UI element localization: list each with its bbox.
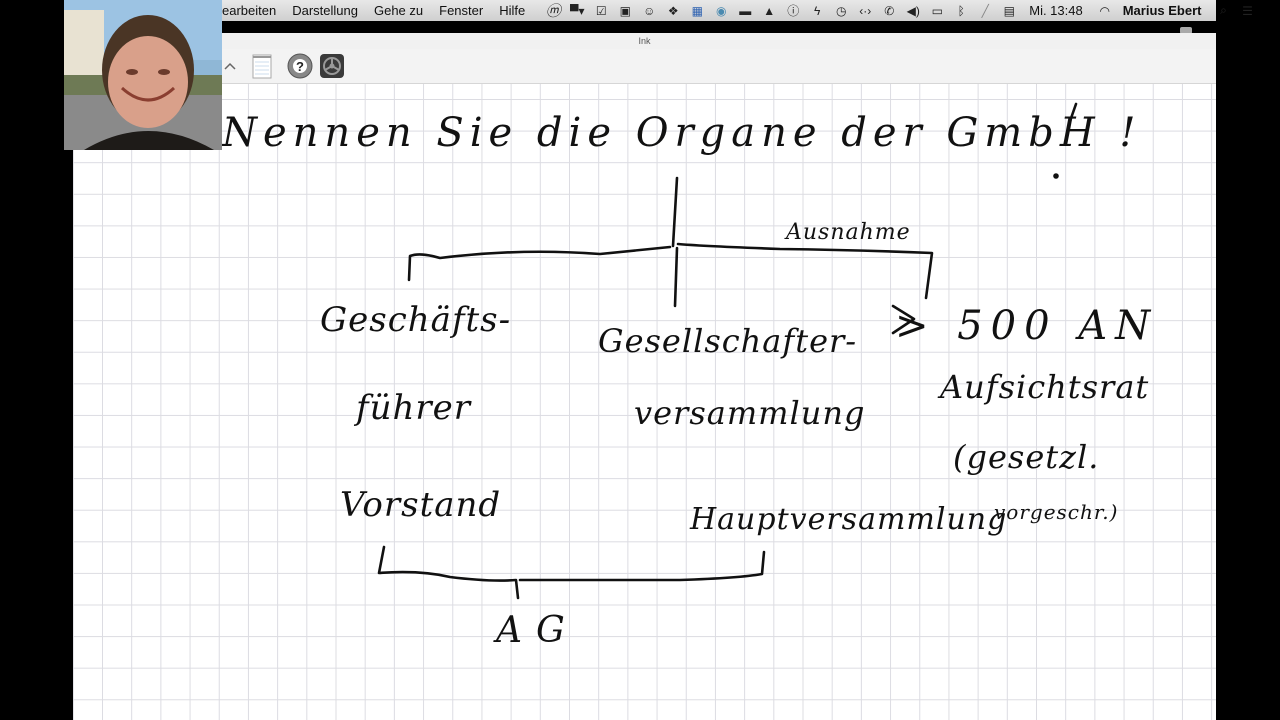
window-title: Ink — [73, 33, 1216, 49]
pen-icon[interactable]: ╱ — [981, 3, 989, 18]
settings-button[interactable] — [319, 53, 345, 79]
display-icon[interactable]: ▀▾ — [569, 3, 585, 18]
right-branch-aufsichtsrat: Aufsichtsrat — [940, 368, 1150, 406]
menu-bearbeiten[interactable]: earbeiten — [222, 3, 277, 18]
notepad-button[interactable] — [249, 53, 275, 79]
phone-icon[interactable]: ✆ — [884, 3, 895, 18]
app-icon[interactable]: ▦ — [691, 3, 703, 18]
code-icon[interactable]: ‹·› — [859, 3, 872, 18]
right-branch-gesetzl: (gesetzl. — [953, 438, 1100, 476]
exception-label: Ausnahme — [786, 220, 911, 245]
list-icon[interactable]: ☰ — [1242, 3, 1253, 18]
menu-gehe-zu[interactable]: Gehe zu — [373, 3, 424, 18]
battery-icon[interactable]: ▭ — [931, 3, 943, 18]
flash-icon[interactable]: ϟ — [814, 3, 821, 18]
status-tray: ⓜ ▀▾ ☑ ▣ ☺ ❖ ▦ ◉ ▬ ▲ ⓘ ϟ ◷ ‹·› ✆ ◀) ▭ ᛒ … — [541, 2, 1263, 20]
left-branch-line1: Geschäfts- — [320, 300, 512, 340]
left-branch-line2: führer — [356, 388, 472, 428]
macos-menubar: earbeiten Darstellung Gehe zu Fenster Hi… — [222, 0, 1253, 21]
screen-icon[interactable]: ▬ — [739, 3, 752, 18]
calendar-icon[interactable]: ▤ — [1003, 3, 1015, 18]
bluetooth-icon[interactable]: ᛒ — [957, 3, 965, 18]
accessibility-icon[interactable]: ⓘ — [787, 4, 800, 18]
ag-label: AG — [496, 610, 579, 651]
middle-branch-line1: Gesellschafter- — [598, 322, 858, 360]
right-branch-vorgeschr: vorgeschr.) — [994, 500, 1119, 524]
clock[interactable]: Mi. 13:48 — [1029, 3, 1083, 18]
chevron-up-icon — [224, 62, 236, 70]
menu-items: earbeiten Darstellung Gehe zu Fenster Hi… — [222, 3, 541, 18]
search-icon[interactable]: ⌕ — [1220, 3, 1227, 17]
ink-canvas[interactable] — [73, 84, 1216, 720]
menu-darstellung[interactable]: Darstellung — [292, 3, 358, 18]
wifi-icon[interactable]: ◠ — [1099, 3, 1110, 18]
script-m-icon[interactable]: ⓜ — [545, 2, 561, 20]
notepad-icon — [252, 54, 272, 79]
heading-handwriting: Nennen Sie die Organe der GmbH ! — [222, 110, 1142, 156]
lock-icon[interactable]: ◉ — [715, 3, 727, 18]
ink-window: Ink ? — [73, 33, 1216, 720]
help-button[interactable]: ? — [287, 53, 313, 79]
menu-fenster[interactable]: Fenster — [439, 3, 484, 18]
presenter-portrait — [64, 0, 222, 150]
help-lifebuoy-icon: ? — [287, 53, 313, 79]
ag-hauptversammlung: Hauptversammlung — [690, 502, 1008, 537]
collapse-button[interactable] — [217, 53, 243, 79]
webcam-overlay — [64, 0, 222, 150]
drive-icon[interactable]: ▲ — [763, 3, 776, 18]
right-branch-threshold: > 500 AN — [895, 303, 1159, 349]
face-icon[interactable]: ☺ — [643, 3, 656, 18]
toolbar: ? — [73, 49, 1216, 84]
checkbox-icon[interactable]: ☑ — [595, 3, 607, 18]
svg-text:?: ? — [296, 59, 304, 74]
ag-vorstand: Vorstand — [340, 485, 502, 525]
menu-hilfe[interactable]: Hilfe — [499, 3, 526, 18]
gear-icon — [320, 54, 344, 78]
middle-branch-line2: versammlung — [634, 394, 866, 432]
volume-icon[interactable]: ◀) — [906, 3, 920, 18]
user-name[interactable]: Marius Ebert — [1122, 3, 1202, 18]
dropbox-icon[interactable]: ❖ — [667, 3, 679, 18]
time-machine-icon[interactable]: ◷ — [835, 3, 847, 18]
window-resize-handle[interactable] — [1180, 27, 1192, 34]
camera-icon[interactable]: ▣ — [619, 3, 631, 18]
